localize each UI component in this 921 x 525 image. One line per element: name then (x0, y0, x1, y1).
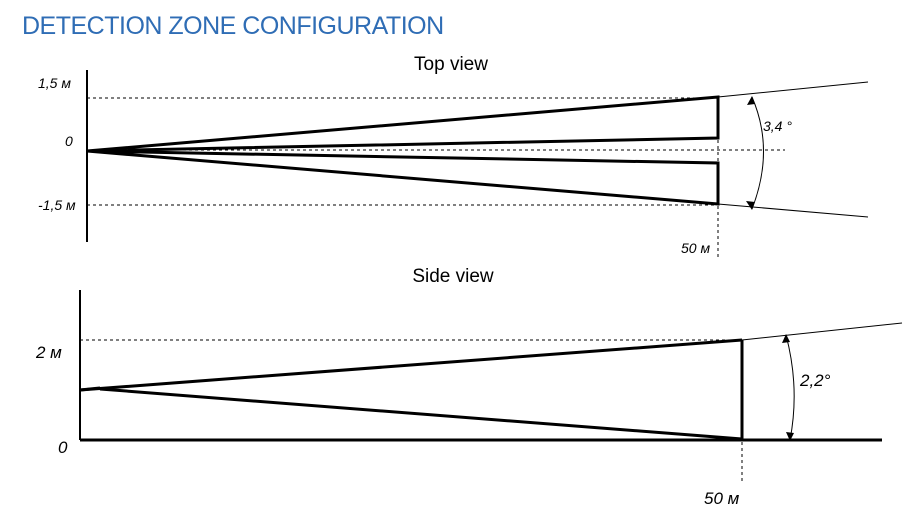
top-view-title: Top view (414, 54, 488, 75)
top-view: Top view 1,5 м 0 -1,5 м 50 м 3,4 ° (38, 54, 869, 258)
page-title: DETECTION ZONE CONFIGURATION (22, 12, 444, 40)
top-view-label-zero: 0 (65, 133, 73, 149)
side-view-beam-upper-edge (79, 338, 743, 392)
top-view-angle-upper-line (717, 81, 869, 98)
side-view-beam-origin (79, 386, 101, 392)
top-view-angle-arc (751, 96, 764, 210)
top-view-distance-label: 50 м (681, 240, 710, 256)
top-view-angle-lower-line (717, 203, 869, 218)
side-view-angle-line (741, 322, 903, 341)
top-view-label-plus: 1,5 м (38, 75, 71, 91)
top-view-angle-arrow-down (746, 201, 755, 210)
top-view-label-minus: -1,5 м (38, 197, 76, 213)
top-view-upper-beam (86, 95, 720, 153)
side-view-beam-lower-edge (99, 387, 743, 441)
top-view-lower-beam (86, 149, 720, 206)
side-view-label-zero: 0 (58, 438, 68, 457)
side-view-angle-label: 2,2° (799, 371, 831, 390)
side-view-distance-label: 50 м (704, 489, 740, 508)
side-view-angle-arrow-up (782, 334, 790, 343)
side-view-angle-arrow-down (786, 432, 794, 441)
side-view-angle-arc (785, 334, 795, 441)
side-view-title: Side view (412, 266, 494, 287)
top-view-angle-arrow-up (747, 96, 755, 105)
top-view-angle-label: 3,4 ° (763, 118, 792, 134)
side-view: Side view 2 м 0 50 м 2,2° (35, 266, 903, 508)
side-view-label-top: 2 м (35, 343, 62, 362)
